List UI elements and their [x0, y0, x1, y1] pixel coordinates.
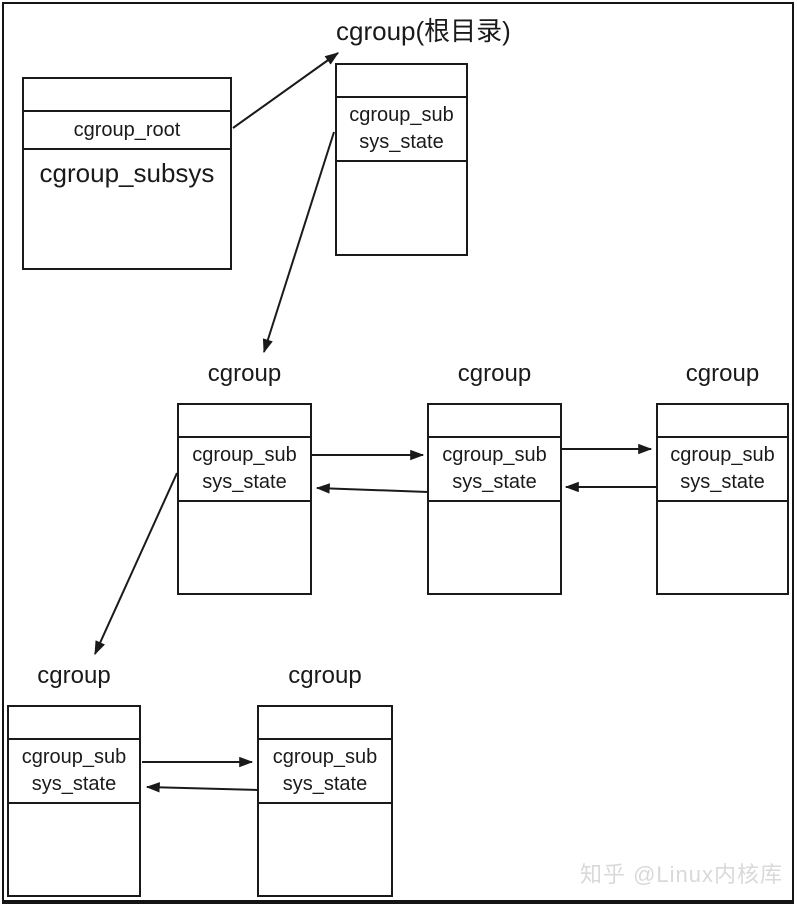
- arrow-child-2-to-child-1: [315, 483, 429, 494]
- empty-cell: [9, 707, 139, 740]
- empty-cell: [24, 79, 230, 112]
- child-cgroup-label: cgroup: [288, 662, 362, 689]
- empty-cell: [658, 405, 787, 438]
- empty-cell: [259, 804, 391, 895]
- empty-cell: [9, 804, 139, 895]
- cgroup-subsys-state-field: cgroup_sub sys_state: [337, 98, 466, 162]
- root-cgroup-struct: cgroup_sub sys_state: [335, 63, 468, 256]
- cgroup-subsys-state-field: cgroup_sub sys_state: [179, 438, 310, 502]
- empty-cell: [179, 502, 310, 593]
- root-cgroup-title: cgroup(根目录): [336, 16, 511, 46]
- empty-cell: [337, 162, 466, 254]
- child-cgroup-struct-1: cgroup_sub sys_state: [177, 403, 312, 595]
- empty-cell: [429, 405, 560, 438]
- watermark: 知乎 @Linux内核库: [579, 862, 783, 887]
- empty-cell: [337, 65, 466, 98]
- empty-cell: [179, 405, 310, 438]
- child-cgroup-struct-2: cgroup_sub sys_state: [427, 403, 562, 595]
- cgroup-subsys-struct: cgroup_root cgroup_subsys: [22, 77, 232, 270]
- empty-cell: [429, 502, 560, 593]
- child-cgroup-label: cgroup: [685, 360, 760, 387]
- empty-cell: [658, 502, 787, 593]
- arrow-child-5-to-child-4: [145, 782, 259, 793]
- cgroup-subsys-label: cgroup_subsys: [39, 158, 215, 188]
- cgroup-subsys-state-field: cgroup_sub sys_state: [259, 740, 391, 804]
- cgroup-root-field: cgroup_root: [24, 112, 230, 150]
- arrow-child-1-to-child-4: [94, 472, 178, 656]
- child-cgroup-struct-4: cgroup_sub sys_state: [7, 705, 141, 897]
- child-cgroup-label: cgroup: [457, 360, 532, 387]
- cgroup-subsys-state-field: cgroup_sub sys_state: [429, 438, 560, 502]
- child-cgroup-struct-5: cgroup_sub sys_state: [257, 705, 393, 897]
- cgroup-subsys-state-field: cgroup_sub sys_state: [9, 740, 139, 804]
- child-cgroup-struct-3: cgroup_sub sys_state: [656, 403, 789, 595]
- arrow-root-to-child-1: [262, 131, 335, 354]
- child-cgroup-label: cgroup: [207, 360, 282, 387]
- empty-cell: [259, 707, 391, 740]
- cgroup-subsys-state-field: cgroup_sub sys_state: [658, 438, 787, 502]
- arrow-cgroup-root-to-root-cgroup: [232, 52, 339, 129]
- child-cgroup-label: cgroup: [37, 662, 111, 689]
